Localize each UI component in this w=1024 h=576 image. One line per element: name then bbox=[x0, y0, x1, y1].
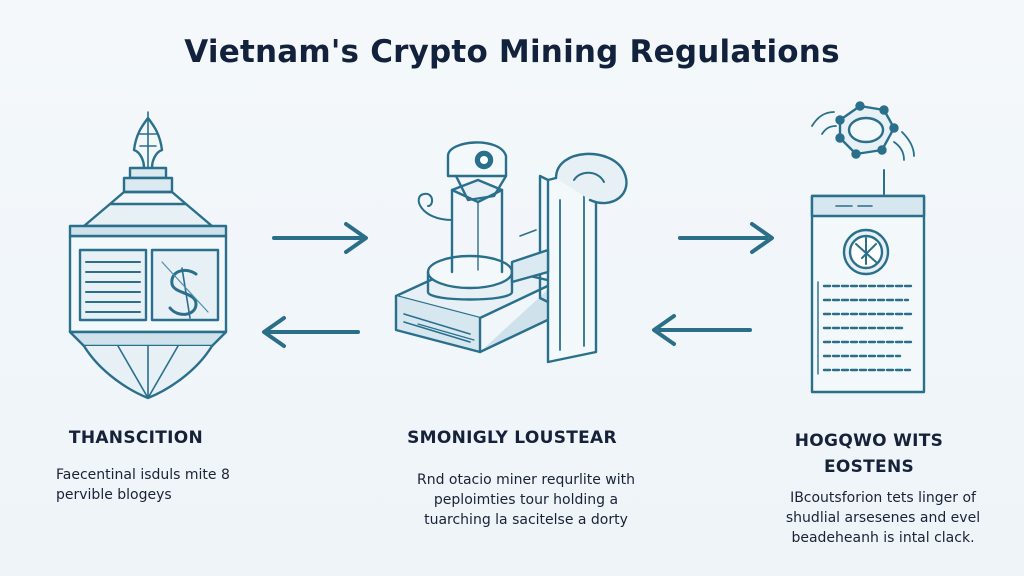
arrow-left-2 bbox=[652, 314, 752, 346]
arrow-right-2 bbox=[678, 222, 774, 254]
column-3-description: IBcoutsforion tets linger of shudlial ar… bbox=[785, 490, 981, 546]
column-2-heading: SMONIGLY LOUSTEAR bbox=[407, 428, 617, 448]
shield-crest-icon bbox=[68, 111, 228, 400]
column-3-heading: HOGQWO WITS EOSTENS bbox=[794, 431, 944, 477]
column-2-description: Rnd otacio miner requrlite with peploimt… bbox=[416, 472, 635, 528]
arrow-right-1 bbox=[272, 222, 368, 254]
mining-machine-icon bbox=[394, 141, 628, 364]
diagram-title: Vietnam's Crypto Mining Regulations bbox=[184, 34, 840, 70]
column-1-heading: THANSCITION bbox=[68, 428, 204, 448]
column-1-description: Faecentinal isduls mite 8 pervible bloge… bbox=[56, 467, 230, 503]
regulation-document-icon bbox=[810, 101, 926, 394]
arrow-left-1 bbox=[262, 316, 360, 348]
